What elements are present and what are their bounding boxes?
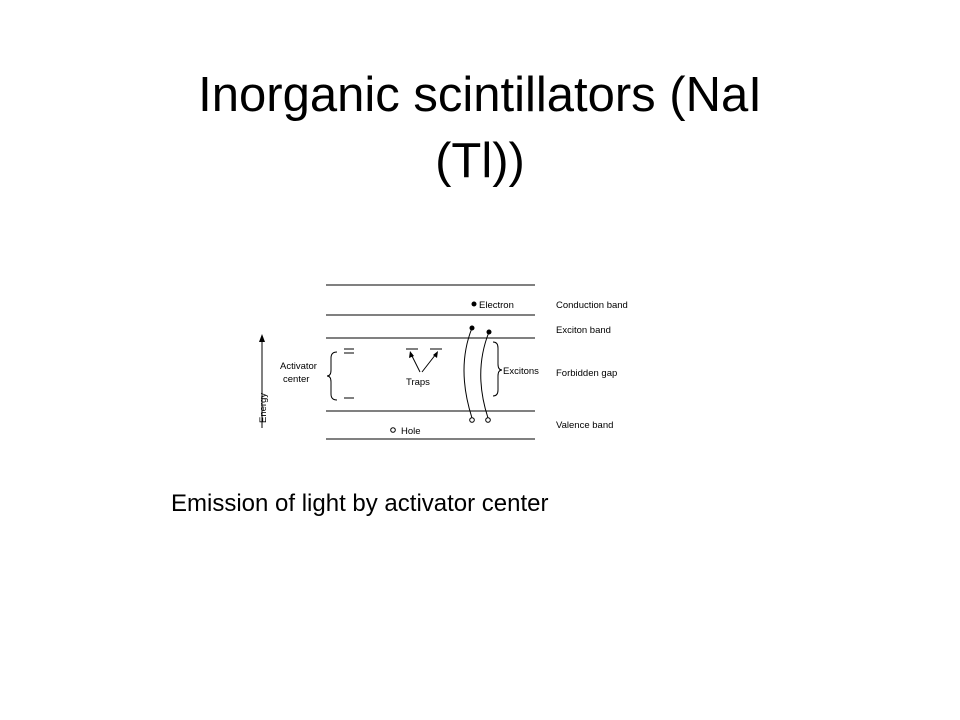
hole-label: Hole — [401, 426, 421, 437]
trap-arrow-head — [409, 351, 414, 358]
slide-title: Inorganic scintillators (NaI (Tl)) — [60, 62, 900, 194]
traps-label: Traps — [406, 377, 430, 388]
activator-label-line-2: center — [283, 374, 309, 385]
activator-label-line-1: Activator — [280, 361, 317, 372]
trap-arrow-head — [433, 351, 438, 358]
energy-label: Energy — [258, 393, 269, 423]
exciton-hole — [485, 417, 491, 423]
slide-caption: Emission of light by activator center — [171, 490, 549, 517]
forbidden-gap-label: Forbidden gap — [556, 368, 617, 379]
conduction-band-label: Conduction band — [556, 300, 628, 311]
exciton-path — [463, 327, 473, 419]
slide-title-line-1: Inorganic scintillators (NaI — [198, 68, 762, 122]
energy-arrow-head — [259, 334, 265, 342]
activator-brace — [326, 351, 338, 401]
exciton-band-label: Exciton band — [556, 325, 611, 336]
hole-dot — [390, 427, 396, 433]
slide-title-line-2: (Tl)) — [435, 134, 525, 188]
trap-arrow — [421, 353, 437, 373]
trap-arrow — [410, 353, 421, 373]
exciton-path — [480, 331, 490, 419]
exciton-hole — [469, 417, 475, 423]
electron-dot — [471, 301, 477, 307]
excitons-brace — [492, 341, 503, 397]
excitons-label: Excitons — [503, 366, 539, 377]
band-diagram: Energy Activator center Traps Electron E… — [258, 284, 628, 440]
valence-band-label: Valence band — [556, 420, 613, 431]
electron-label: Electron — [479, 300, 514, 311]
